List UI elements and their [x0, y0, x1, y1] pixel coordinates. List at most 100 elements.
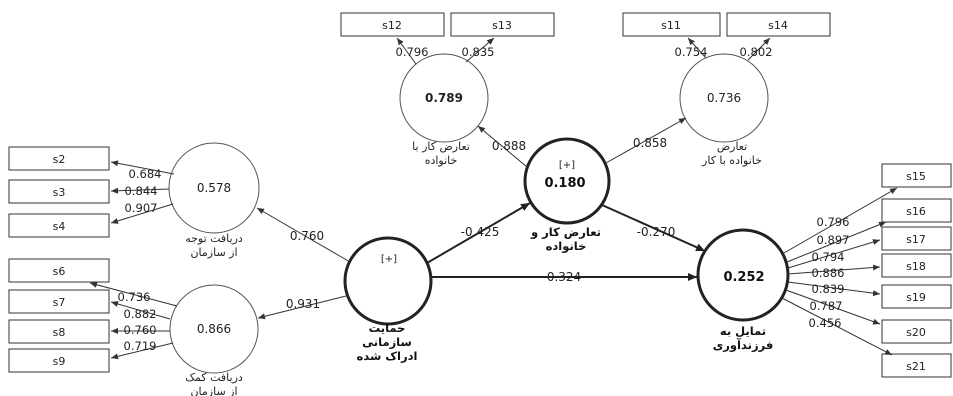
latent-values: 0.789 0.736 0.578 0.866 [+] 0.180 [+] 0.…: [197, 91, 765, 336]
path-values: 0.888 0.858 0.760 0.931 -0.425 0.324 -0.…: [286, 136, 676, 311]
latent-value-wfc: 0.789: [425, 91, 463, 105]
indicator-box-s13: [450, 12, 555, 37]
latent-label-fwc-1: تعارض: [717, 140, 747, 153]
latent-value-intention: 0.252: [723, 270, 764, 285]
indicator-labels: s12 s13 s11 s14 s2 s3 s4 s6 s7 s8 s9 s15…: [53, 19, 926, 373]
indicator-label-s11: s11: [661, 19, 681, 32]
latent-label-intention-2: فرزندآوری: [713, 338, 774, 353]
indicator-label-s2: s2: [53, 153, 66, 166]
latent-plus-conflict: [+]: [559, 160, 575, 171]
latent-help: [169, 284, 259, 374]
indicator-label-s21: s21: [906, 360, 926, 373]
latent-label-attention-1: دریافت توجه: [185, 232, 243, 245]
loading-arrow-s9: [110, 342, 174, 360]
loading-arrow-s14: [747, 37, 771, 61]
loading-value-s12: 0.796: [396, 45, 429, 59]
latent-circles: [168, 53, 790, 374]
indicator-label-s4: s4: [53, 220, 66, 233]
indicator-box-s18: [881, 253, 952, 278]
indicator-label-s19: s19: [906, 291, 926, 304]
latent-label-fwc-2: خانواده با کار: [701, 154, 762, 167]
indicator-label-s8: s8: [53, 326, 66, 339]
indicator-boxes: [8, 12, 952, 378]
indicator-box-s12: [340, 12, 445, 37]
indicator-label-s16: s16: [906, 205, 926, 218]
loading-arrow-s6: [89, 281, 178, 307]
loading-values: 0.796 0.835 0.754 0.802 0.684 0.844 0.90…: [118, 45, 850, 353]
indicator-label-s17: s17: [906, 233, 926, 246]
loading-arrow-s18: [787, 264, 881, 275]
latent-labels: تعارض کار با خانواده تعارض خانواده با کا…: [185, 140, 773, 396]
loading-arrow-s11: [687, 37, 707, 59]
latent-value-attention: 0.578: [197, 181, 231, 195]
latent-label-wfc-1: تعارض کار با: [412, 140, 470, 153]
latent-conflict: [523, 137, 611, 225]
loading-arrow-s7: [110, 301, 171, 320]
indicator-box-s17: [881, 226, 952, 251]
latent-wfc: [399, 53, 489, 143]
loading-arrows: [89, 37, 898, 360]
path-value-support-help: 0.931: [286, 297, 320, 311]
loading-value-s11: 0.754: [675, 45, 708, 59]
path-value-support-conflict: -0.425: [461, 225, 500, 239]
latent-value-conflict: 0.180: [544, 176, 585, 191]
loading-arrow-s17: [787, 239, 881, 269]
indicator-label-s13: s13: [492, 19, 512, 32]
path-value-conflict-fwc: 0.858: [633, 136, 667, 150]
loading-arrow-s12: [396, 37, 417, 65]
indicator-label-s15: s15: [906, 170, 926, 183]
loading-arrow-s19: [787, 281, 881, 297]
path-arrow-conflict-fwc: [605, 117, 687, 164]
loading-value-s8: 0.760: [124, 323, 157, 337]
loading-arrow-s2: [110, 160, 175, 175]
indicator-label-s12: s12: [382, 19, 402, 32]
latent-label-intention-1: تمایل به: [720, 324, 766, 338]
indicator-box-s14: [726, 12, 831, 37]
indicator-box-s3: [8, 179, 110, 204]
indicator-label-s6: s6: [53, 265, 66, 278]
latent-plus-support: [+]: [381, 254, 397, 265]
loading-value-s20: 0.787: [810, 299, 843, 313]
indicator-box-s21: [881, 353, 952, 378]
indicator-label-s7: s7: [53, 296, 66, 309]
latent-fwc: [679, 53, 769, 143]
loading-arrow-s15: [783, 187, 898, 254]
indicator-label-s18: s18: [906, 260, 926, 273]
loading-value-s14: 0.802: [740, 45, 773, 59]
latent-label-support-1: حمایت: [369, 321, 406, 335]
path-arrow-support-conflict: [426, 202, 531, 264]
loading-arrow-s16: [786, 221, 887, 263]
structural-arrows: [256, 117, 706, 320]
latent-label-help-1: دریافت کمک: [185, 371, 243, 384]
loading-arrow-s3: [110, 187, 170, 194]
indicator-box-s2: [8, 146, 110, 171]
loading-value-s4: 0.907: [125, 201, 158, 215]
path-value-conflict-intention: -0.270: [637, 225, 676, 239]
indicator-box-s11: [622, 12, 721, 37]
path-arrow-support-help: [257, 295, 347, 320]
latent-label-wfc-2: خانواده: [425, 154, 458, 167]
loading-value-s2: 0.684: [129, 167, 162, 181]
loading-value-s18: 0.886: [812, 266, 845, 280]
latent-support: [343, 236, 433, 326]
indicator-box-s6: [8, 258, 110, 283]
path-value-support-intention: 0.324: [547, 270, 581, 284]
latent-label-attention-2: از سازمان: [190, 246, 237, 259]
loading-value-s9: 0.719: [124, 339, 157, 353]
path-arrow-support-attention: [256, 207, 351, 263]
path-value-support-attention: 0.760: [290, 229, 324, 243]
loading-value-s21: 0.456: [809, 316, 842, 330]
indicator-box-s20: [881, 319, 952, 344]
loading-value-s17: 0.794: [812, 250, 845, 264]
path-arrow-conflict-wfc: [477, 125, 528, 168]
indicator-box-s15: [881, 163, 952, 188]
latent-label-support-3: ادراک شده: [357, 349, 418, 363]
latent-label-help-2: از سازمان: [190, 385, 237, 396]
loading-value-s19: 0.839: [812, 282, 845, 296]
loading-value-s16: 0.897: [817, 233, 850, 247]
loading-value-s3: 0.844: [125, 184, 158, 198]
latent-value-help: 0.866: [197, 322, 231, 336]
latent-value-fwc: 0.736: [707, 91, 741, 105]
loading-arrow-s4: [110, 203, 174, 224]
